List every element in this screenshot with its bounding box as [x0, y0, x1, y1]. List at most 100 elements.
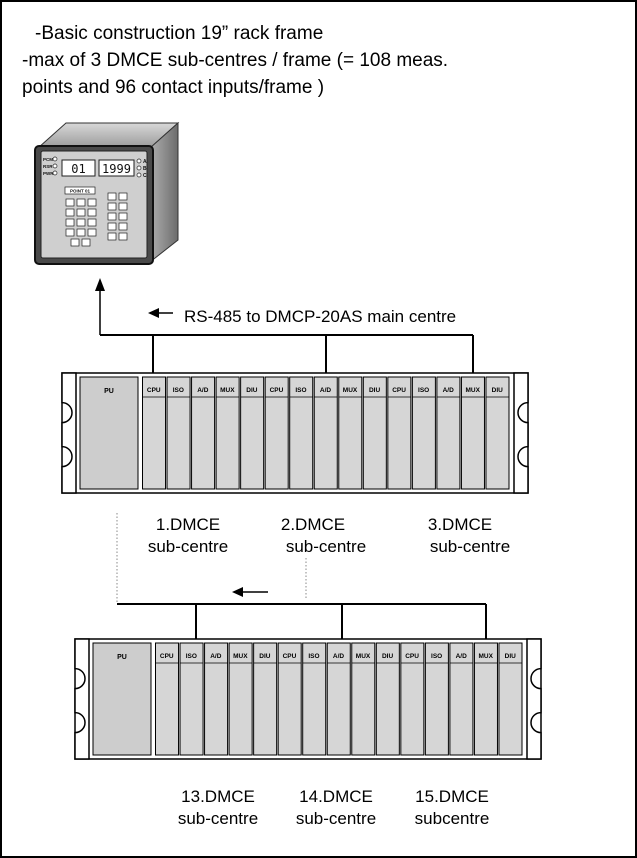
- intro-line-3: points and 96 contact inputs/frame ): [22, 77, 325, 98]
- keypad-key: [76, 198, 86, 207]
- rack2-module-slot: [253, 642, 278, 756]
- rack2-module-label: ISO: [308, 653, 319, 660]
- led-icon-c: [136, 172, 142, 178]
- rack2-label-2-line1: 14.DMCE: [299, 787, 373, 806]
- point-label: POINT 01: [70, 189, 91, 194]
- intro-line-2: -max of 3 DMCE sub-centres / frame (= 10…: [22, 50, 449, 71]
- rack1-module-label: DIU: [492, 387, 504, 394]
- display-left-value: 01: [71, 162, 85, 176]
- rack1-label-1-line1: 1.DMCE: [155, 515, 221, 534]
- rack2-module-slot: [351, 642, 376, 756]
- keypad-key: [65, 198, 75, 207]
- rack2-module-slot: [204, 642, 229, 756]
- keypad-key: [65, 228, 75, 237]
- led-label-1: PCM: [43, 157, 53, 162]
- rack2-module-label: CPU: [160, 653, 174, 660]
- rack1-label-3-line2: sub-centre: [429, 537, 511, 556]
- rack1-pu-label: PU: [104, 388, 114, 395]
- keypad-key: [87, 198, 97, 207]
- rack1-module-slot: [142, 376, 167, 490]
- function-key: [118, 202, 128, 211]
- point-label-box: [64, 186, 96, 195]
- rack2-module-slot: [449, 642, 474, 756]
- function-key: [118, 222, 128, 231]
- rack1-module-label: MUX: [343, 387, 358, 394]
- rack1-module-slot: [289, 376, 314, 490]
- led-label-2: RSR: [43, 164, 53, 169]
- keypad-key: [70, 238, 80, 247]
- function-key: [118, 212, 128, 221]
- rack2-label-2-line2: sub-centre: [295, 809, 377, 828]
- rack2-module-slot: [424, 642, 449, 756]
- keypad-key: [65, 208, 75, 217]
- rack1-module-label: MUX: [220, 387, 235, 394]
- led-icon-b: [136, 165, 142, 171]
- rack1-module-label: A/D: [320, 387, 332, 394]
- function-key: [107, 222, 117, 231]
- display-left: [61, 159, 96, 177]
- rack2-module-label: MUX: [233, 653, 248, 660]
- display-right-value: 1999: [102, 162, 131, 176]
- led-icon-1: [52, 156, 58, 162]
- keypad-key: [87, 208, 97, 217]
- controller-device: PCM RSR PWR 01 1999 A B C POINT 01: [34, 121, 180, 265]
- keypad-key: [76, 228, 86, 237]
- rack1-module-slot: [338, 376, 363, 490]
- rack2-label-1-line1: 13.DMCE: [181, 787, 255, 806]
- function-key: [118, 232, 128, 241]
- rack1-left-ear: [61, 372, 77, 494]
- function-key: [107, 232, 117, 241]
- rack1-right-ear: [513, 372, 529, 494]
- rack2-label-3-line1: 15.DMCE: [415, 787, 489, 806]
- rack2-module-label: DIU: [505, 653, 517, 660]
- bus-direction-arrowhead: [148, 308, 159, 318]
- rack1-module-label: A/D: [197, 387, 209, 394]
- rack1-module-slot: [436, 376, 461, 490]
- led-label-c: C: [143, 173, 147, 179]
- rack2-module-label: MUX: [356, 653, 371, 660]
- bus-label: RS-485 to DMCP-20AS main centre: [184, 307, 457, 326]
- rack2-module-slot: [498, 642, 523, 756]
- rack2-pu-label: PU: [117, 654, 127, 661]
- rack1-module-label: DIU: [246, 387, 258, 394]
- keypad-key: [76, 208, 86, 217]
- function-key: [118, 192, 128, 201]
- rack2-module-slot: [302, 642, 327, 756]
- device-side-face: [149, 121, 179, 264]
- rack1-module-slot: [215, 376, 240, 490]
- led-icon-a: [136, 158, 142, 164]
- rack1-module-slot: [387, 376, 412, 490]
- rack1-module-label: ISO: [295, 387, 306, 394]
- rack2-module-slot: [277, 642, 302, 756]
- rack2-module-label: A/D: [210, 653, 222, 660]
- rack2-label-3-line2: subcentre: [414, 809, 490, 828]
- display-right: [98, 159, 135, 177]
- rack2-module-slot: [400, 642, 425, 756]
- function-key: [107, 202, 117, 211]
- led-icon-3: [52, 170, 58, 176]
- rack1-module-slot: [240, 376, 265, 490]
- rack1-module-slot: [485, 376, 510, 490]
- rack2-right-ear: [526, 638, 542, 760]
- rack2-label-1-line2: sub-centre: [177, 809, 259, 828]
- rack1-module-slot: [460, 376, 485, 490]
- keypad: [65, 192, 128, 247]
- rack2-left-ear: [74, 638, 90, 760]
- rack2-module-label: CPU: [405, 653, 419, 660]
- function-key: [107, 192, 117, 201]
- function-key: [107, 212, 117, 221]
- led-label-3: PWR: [43, 171, 54, 176]
- intro-line-1: -Basic construction 19” rack frame: [35, 23, 324, 44]
- rack2-module-label: DIU: [259, 653, 271, 660]
- rack1-pu-module: [79, 376, 139, 490]
- rack1-module-slot: [411, 376, 436, 490]
- rack1-module-slot: [362, 376, 387, 490]
- led-icon-2: [52, 163, 58, 169]
- rack1-module-label: ISO: [418, 387, 429, 394]
- rack2-module-label: DIU: [382, 653, 394, 660]
- rack2-module-slot: [326, 642, 351, 756]
- rack2-module-slot: [155, 642, 180, 756]
